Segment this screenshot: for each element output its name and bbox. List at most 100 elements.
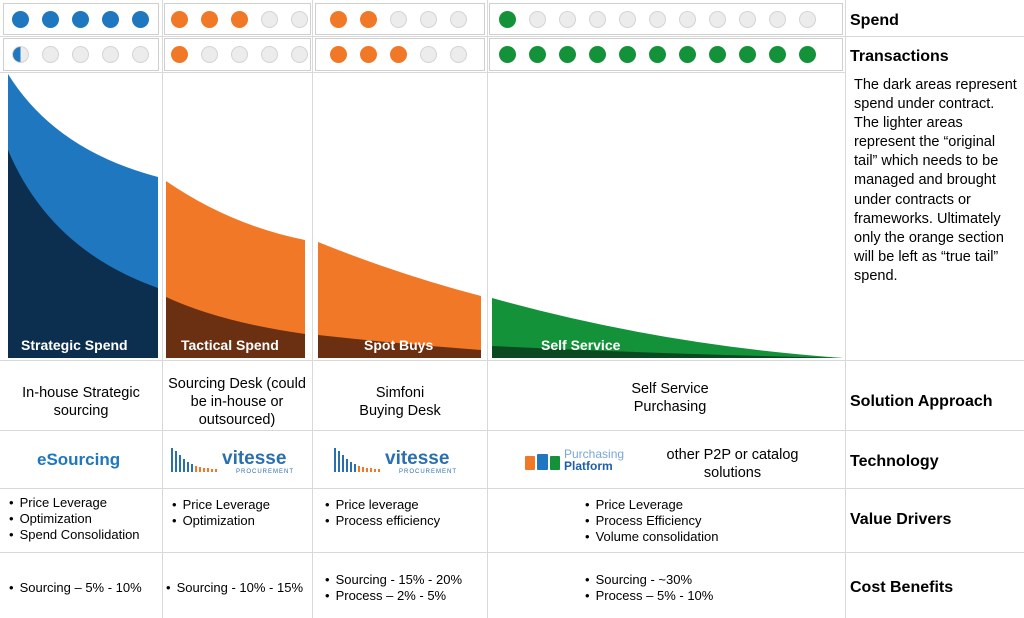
value-driver-item: Optimization — [9, 511, 140, 527]
spend-rating-box-spot — [315, 3, 485, 35]
vitesse-bars-icon — [171, 448, 217, 472]
rating-dot-empty — [589, 11, 606, 28]
rating-dot-empty — [291, 11, 308, 28]
rating-dot-partial — [12, 46, 29, 63]
solution-self-line1: Self Service — [631, 381, 709, 397]
segment-name-strategic: Strategic Spend — [21, 337, 128, 353]
value-driver-item: Price leverage — [325, 497, 440, 513]
tactical-spend-dark-area — [166, 297, 305, 358]
rating-dot-empty — [261, 11, 278, 28]
rating-dot-filled — [231, 11, 248, 28]
grid-line — [0, 430, 1024, 431]
row-label-value-drivers: Value Drivers — [850, 511, 952, 528]
rating-dot-filled — [709, 46, 726, 63]
cost-benefits-spot: Sourcing - 15% - 20%Process – 2% - 5% — [325, 572, 462, 604]
rating-dot-filled — [559, 46, 576, 63]
rating-dot-filled — [649, 46, 666, 63]
rating-dot-filled — [132, 11, 149, 28]
grid-line — [0, 488, 1024, 489]
spot-buys-dark-area — [318, 335, 481, 358]
rating-dot-empty — [619, 11, 636, 28]
spend-rating-box-tactical — [164, 3, 311, 35]
rating-dot-filled — [171, 46, 188, 63]
rating-dot-filled — [360, 46, 377, 63]
value-drivers-strategic: Price LeverageOptimizationSpend Consolid… — [9, 495, 140, 543]
value-drivers-tactical: Price LeverageOptimization — [172, 497, 270, 529]
strategic-spend-dark-area — [8, 150, 158, 358]
row-label-solution-approach: Solution Approach — [850, 393, 993, 410]
rating-dot-empty — [799, 11, 816, 28]
grid-line — [0, 72, 845, 73]
grid-line — [312, 0, 313, 618]
rating-dot-filled — [201, 11, 218, 28]
rating-dot-empty — [420, 11, 437, 28]
rating-dot-filled — [619, 46, 636, 63]
vitesse-logo-tactical: vitesse PROCUREMENT — [170, 444, 308, 476]
rating-dot-empty — [42, 46, 59, 63]
vitesse-bars-icon — [334, 448, 380, 472]
rating-dot-empty — [649, 11, 666, 28]
value-driver-item: Price Leverage — [585, 497, 718, 513]
rating-dot-filled — [589, 46, 606, 63]
rating-dot-filled — [499, 11, 516, 28]
rating-dot-empty — [291, 46, 308, 63]
rating-dot-empty — [679, 11, 696, 28]
value-drivers-spot: Price leverageProcess efficiency — [325, 497, 441, 529]
rating-dot-empty — [231, 46, 248, 63]
value-driver-item: Process efficiency — [325, 513, 441, 529]
spend-rating-box-strategic — [3, 3, 159, 35]
transactions-rating-box-self — [489, 38, 843, 71]
value-driver-item: Optimization — [172, 513, 270, 529]
vitesse-wordmark: vitesse — [222, 448, 287, 469]
rating-dot-filled — [390, 46, 407, 63]
cost-benefits-tactical: Sourcing - 10% - 15% — [166, 580, 303, 596]
shopping-bags-icon — [525, 454, 560, 470]
solution-spot-line2: Buying Desk — [359, 403, 441, 419]
grid-line — [0, 360, 1024, 361]
rating-dot-filled — [102, 11, 119, 28]
value-driver-item: Spend Consolidation — [9, 527, 140, 543]
cost-benefits-strategic: Sourcing – 5% - 10% — [9, 580, 142, 596]
solution-spot: Simfoni Buying Desk — [315, 384, 485, 420]
esourcing-logo: eSourcing — [37, 450, 121, 469]
value-driver-item: Price Leverage — [172, 497, 270, 513]
vitesse-subtitle: PROCUREMENT — [236, 469, 295, 475]
rating-dot-empty — [709, 11, 726, 28]
rating-dot-filled — [499, 46, 516, 63]
solution-tactical: Sourcing Desk (could be in-house or outs… — [168, 376, 306, 428]
grid-line — [0, 36, 1024, 37]
cost-benefit-item: Sourcing - 15% - 20% — [325, 572, 462, 588]
grid-line — [162, 0, 163, 618]
rating-dot-filled — [360, 11, 377, 28]
row-label-transactions: Transactions — [850, 48, 949, 65]
cost-benefit-item: Process – 5% - 10% — [585, 588, 714, 604]
solution-strategic: In-house Strategic sourcing — [22, 385, 140, 419]
rating-dot-empty — [102, 46, 119, 63]
transactions-rating-box-spot — [315, 38, 485, 71]
rating-dot-empty — [261, 46, 278, 63]
vitesse-subtitle: PROCUREMENT — [399, 469, 458, 475]
rating-dot-empty — [559, 11, 576, 28]
segment-name-spot: Spot Buys — [364, 337, 434, 353]
cost-benefit-item: Sourcing – 5% - 10% — [9, 580, 142, 596]
cost-benefit-item: Sourcing - ~30% — [585, 572, 713, 588]
segment-name-self: Self Service — [541, 337, 621, 353]
rating-dot-empty — [769, 11, 786, 28]
rating-dot-filled — [171, 11, 188, 28]
row-label-technology: Technology — [850, 453, 939, 470]
rating-dot-filled — [529, 46, 546, 63]
rating-dot-filled — [330, 11, 347, 28]
solution-self: Self Service Purchasing — [580, 380, 760, 416]
platform-word: Platform — [564, 459, 613, 473]
rating-dot-filled — [12, 11, 29, 28]
transactions-rating-box-strategic — [3, 38, 159, 71]
spend-rating-box-self — [489, 3, 843, 35]
rating-dot-empty — [450, 11, 467, 28]
purchasing-platform-logo: Purchasing Platform — [524, 448, 634, 474]
value-driver-item: Price Leverage — [9, 495, 140, 511]
rating-dot-filled — [769, 46, 786, 63]
rating-dot-filled — [739, 46, 756, 63]
self-service-light-area — [492, 298, 843, 358]
rating-dot-filled — [330, 46, 347, 63]
self-service-dark-area — [492, 346, 843, 358]
